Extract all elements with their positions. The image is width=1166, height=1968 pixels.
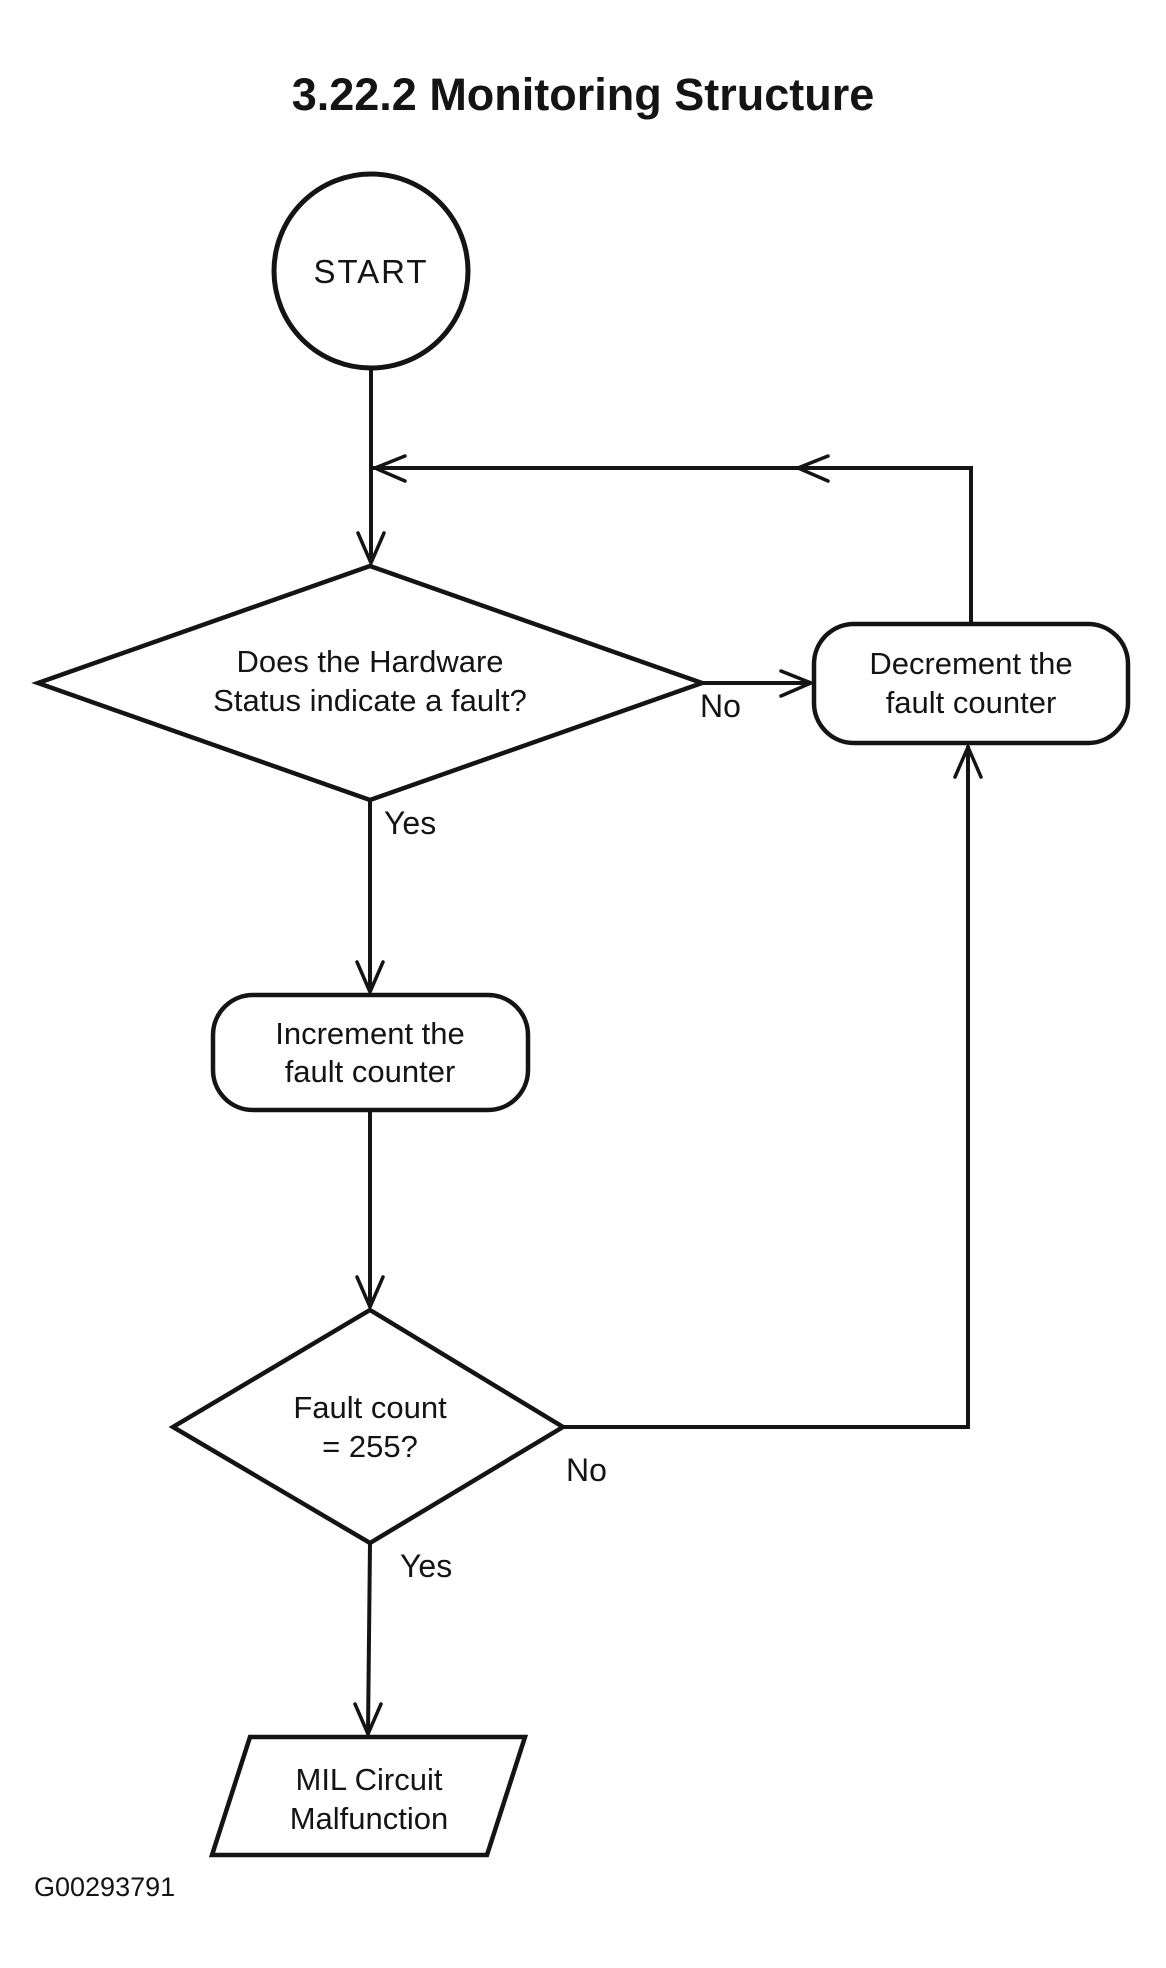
mil-text-line2: Malfunction xyxy=(290,1801,449,1836)
node-increment-process: Increment the fault counter xyxy=(210,992,531,1113)
node-start: START xyxy=(271,171,471,371)
mil-text-line1: MIL Circuit xyxy=(296,1762,443,1797)
edge-fault-yes-line xyxy=(366,1542,372,1734)
increment-process-box xyxy=(210,992,531,1113)
decrement-text-line1: Decrement the xyxy=(869,646,1072,681)
fault-count-text-line1: Fault count xyxy=(293,1390,447,1425)
increment-text-line1: Increment the xyxy=(275,1016,465,1051)
edge-fault-count-yes xyxy=(353,1542,383,1739)
node-fault-count-decision: Fault count = 255? xyxy=(168,1307,568,1546)
edge-hardware-no xyxy=(702,669,816,698)
edge-increment-to-fault-decision xyxy=(355,1110,385,1312)
hardware-decision-diamond xyxy=(31,563,709,803)
fault-count-decision-diamond xyxy=(168,1307,568,1546)
arrow-left-mid-icon xyxy=(793,454,830,483)
edge-decrement-feedback-loop xyxy=(370,454,973,626)
edge-feedback-path xyxy=(373,466,973,626)
arrow-right-icon xyxy=(779,669,816,698)
label-fault-count-yes: Yes xyxy=(400,1548,452,1584)
decrement-process-box xyxy=(811,621,1131,746)
figure-code: G00293791 xyxy=(34,1872,175,1902)
arrow-down-icon xyxy=(355,960,385,997)
decrement-text-line2: fault counter xyxy=(886,685,1057,720)
arrow-up-icon xyxy=(953,742,983,779)
label-hardware-yes: Yes xyxy=(384,805,436,841)
edge-fault-no-path xyxy=(563,746,970,1429)
increment-text-line2: fault counter xyxy=(285,1054,456,1089)
arrow-down-icon xyxy=(356,531,386,568)
edge-hardware-yes xyxy=(355,798,385,997)
start-circle xyxy=(271,171,471,371)
node-mil-output: MIL Circuit Malfunction xyxy=(208,1734,529,1858)
fault-count-text-line2: = 255? xyxy=(322,1429,418,1464)
arrow-down-icon xyxy=(355,1275,385,1312)
node-hardware-decision: Does the Hardware Status indicate a faul… xyxy=(31,563,709,803)
page-title: 3.22.2 Monitoring Structure xyxy=(292,69,875,120)
edge-fault-count-no xyxy=(563,742,983,1429)
hardware-decision-text-line2: Status indicate a fault? xyxy=(213,683,527,718)
hardware-decision-text-line1: Does the Hardware xyxy=(236,644,503,679)
edge-start-to-hardware-decision xyxy=(356,360,386,568)
start-label: START xyxy=(313,253,428,290)
arrow-left-icon xyxy=(370,454,407,483)
mil-output-parallelogram xyxy=(208,1734,529,1858)
label-hardware-no: No xyxy=(700,688,741,724)
label-fault-count-no: No xyxy=(566,1452,607,1488)
arrow-down-icon xyxy=(353,1702,383,1739)
node-decrement-process: Decrement the fault counter xyxy=(811,621,1131,746)
